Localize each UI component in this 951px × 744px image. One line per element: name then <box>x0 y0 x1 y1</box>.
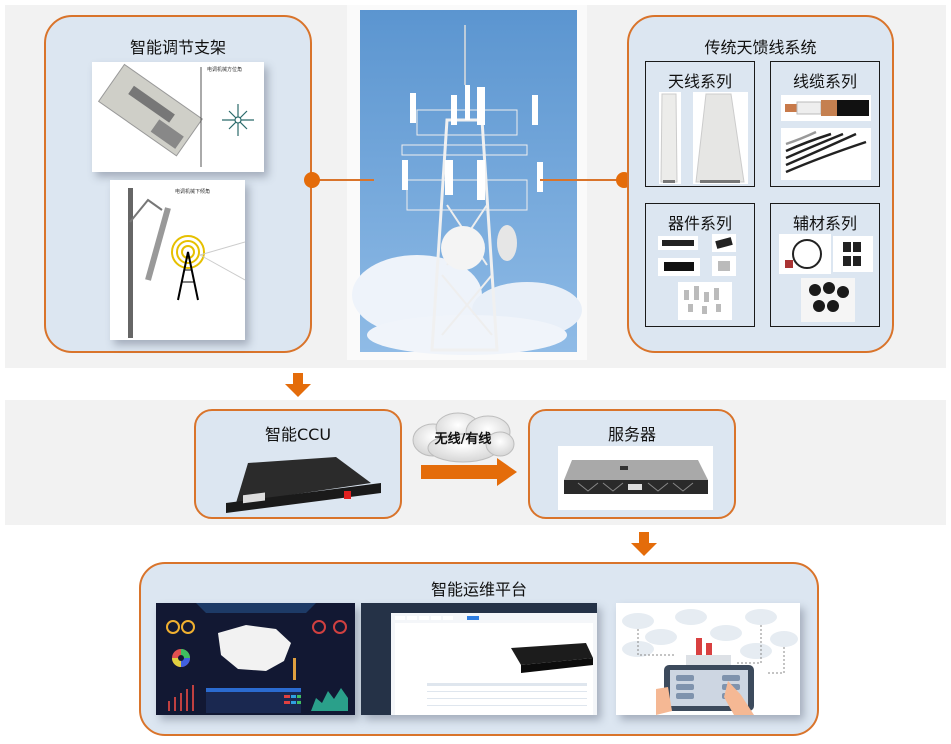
accessory-series-label: 辅材系列 <box>792 214 857 233</box>
rack-server-icon <box>564 460 708 494</box>
ops-platform-title: 智能运维平台 <box>430 580 527 599</box>
dashboard-screenshot <box>156 603 355 715</box>
bracket-downtilt-diagram-icon <box>128 188 245 338</box>
accessories-icon <box>779 234 873 322</box>
rf-components-icon <box>658 234 736 320</box>
iot-screenshot <box>616 603 800 715</box>
cable-series-box: 线缆系列 <box>770 61 880 187</box>
smart-ccu-title: 智能CCU <box>264 425 332 444</box>
bracket-azimuth-diagram-icon <box>97 63 254 167</box>
iot-cloud-tablet-icon <box>622 609 798 715</box>
down-arrow-1-icon <box>285 373 311 397</box>
server-title: 服务器 <box>607 425 656 444</box>
left-connector-line <box>312 179 374 181</box>
cloud-icon <box>412 412 515 463</box>
feeder-system-title: 传统天馈线系统 <box>704 38 817 57</box>
dashboard-bigscreen-icon <box>156 603 355 715</box>
right-connector-line <box>540 179 624 181</box>
cable-series-label: 线缆系列 <box>792 72 857 91</box>
accessory-series-box: 辅材系列 <box>770 203 880 327</box>
bracket-downtilt-image: 电调机械下倾角 <box>110 180 245 340</box>
right-arrow-icon <box>421 458 517 486</box>
server-panel: 服务器 <box>528 409 736 519</box>
down-arrow-2-icon <box>631 532 657 556</box>
bracket-azimuth-image: 电调机械方位角 <box>92 62 264 172</box>
tower-photo-frame <box>347 5 587 360</box>
antenna-panels-icon <box>659 92 748 184</box>
smart-bracket-title: 智能调节支架 <box>129 38 226 57</box>
antenna-series-box: 天线系列 <box>645 61 755 187</box>
left-connector-dot <box>304 172 320 188</box>
antenna-series-label: 天线系列 <box>667 72 732 91</box>
component-series-label: 器件系列 <box>667 214 732 233</box>
ccu-device-icon <box>226 457 381 513</box>
azimuth-caption: 电调机械方位角 <box>207 67 243 73</box>
downtilt-caption: 电调机械下倾角 <box>175 189 211 195</box>
network-cloud: 无线/有线 <box>408 410 518 465</box>
server-image <box>558 446 713 510</box>
management-console-icon <box>361 603 597 715</box>
link-type-label: 无线/有线 <box>434 432 492 447</box>
coaxial-cables-icon <box>781 95 871 180</box>
console-screenshot <box>361 603 597 715</box>
cell-tower-photo-icon <box>352 10 582 355</box>
component-series-box: 器件系列 <box>645 203 755 327</box>
smart-ccu-panel: 智能CCU <box>194 409 402 519</box>
